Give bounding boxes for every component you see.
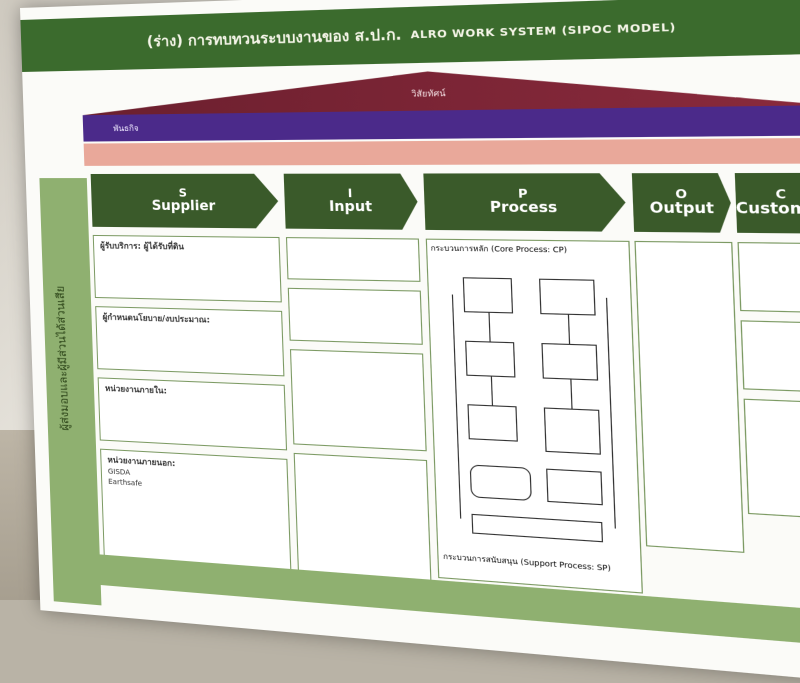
- strategy-band: [83, 137, 800, 166]
- column-process: P Process กระบวนการหลัก (Core Process: C…: [423, 173, 643, 594]
- customer-box: [740, 320, 800, 393]
- vision-label: วิสัยทัศน์: [411, 88, 446, 99]
- sipoc-poster: (ร่าง) การทบทวนระบบงานของ ส.ป.ก. ALRO WO…: [20, 0, 800, 683]
- flow-line: [570, 379, 573, 409]
- poster-title-english: ALRO WORK SYSTEM (SIPOC MODEL): [410, 21, 677, 41]
- poster-title-thai: (ร่าง) การทบทวนระบบงานของ ส.ป.ก.: [146, 26, 402, 51]
- process-step: [467, 404, 518, 442]
- process-step: [465, 340, 516, 378]
- input-box: [287, 287, 423, 345]
- flow-line: [567, 314, 571, 344]
- support-process-heading: กระบวนการสนับสนุน (Support Process: SP): [442, 552, 611, 574]
- supplier-box-internal: หน่วยงานภายใน:: [97, 377, 288, 451]
- input-header: I Input: [284, 174, 419, 230]
- flow-line: [490, 376, 494, 406]
- process-diagram: กระบวนการหลัก (Core Process: CP) กระบวนก…: [425, 238, 643, 594]
- process-step: [543, 407, 601, 455]
- flow-line: [605, 297, 616, 529]
- customer-label: Customer: [735, 200, 800, 219]
- process-step: [471, 513, 604, 543]
- supplier-label: Supplier: [151, 198, 216, 215]
- customer-box: [743, 398, 800, 520]
- mission-label: พันธกิจ: [112, 123, 139, 133]
- input-label: Input: [328, 199, 373, 216]
- output-header: O Output: [632, 173, 732, 233]
- process-label: Process: [489, 199, 558, 217]
- poster-title-bar: (ร่าง) การทบทวนระบบงานของ ส.ป.ก. ALRO WO…: [20, 0, 800, 72]
- database-step: [469, 464, 532, 502]
- output-label: Output: [649, 200, 715, 218]
- column-customer: C Customer: [735, 173, 800, 520]
- process-header: P Process: [423, 173, 626, 232]
- process-step: [462, 277, 514, 314]
- supplier-box-policy: ผู้กำหนดนโยบาย/งบประมาณ:: [95, 306, 285, 377]
- column-output: O Output: [632, 173, 745, 553]
- customer-box: [737, 242, 800, 314]
- customer-letter: C: [775, 186, 787, 202]
- customer-header: C Customer: [735, 173, 800, 234]
- flow-line: [451, 294, 462, 519]
- supplier-header: S Supplier: [91, 174, 280, 229]
- supplier-box-customers: ผู้รับบริการ: ผู้ได้รับที่ดิน: [92, 234, 282, 303]
- input-box: [289, 349, 427, 452]
- core-process-heading: กระบวนการหลัก (Core Process: CP): [430, 244, 568, 255]
- process-step: [546, 468, 603, 506]
- column-input: I Input: [284, 174, 432, 591]
- output-letter: O: [674, 186, 688, 202]
- column-supplier: S Supplier ผู้รับบริการ: ผู้ได้รับที่ดิน…: [91, 174, 292, 584]
- process-step: [541, 343, 599, 381]
- input-box: [285, 237, 421, 282]
- output-list: [634, 240, 745, 553]
- flow-line: [488, 312, 491, 342]
- process-step: [538, 278, 596, 316]
